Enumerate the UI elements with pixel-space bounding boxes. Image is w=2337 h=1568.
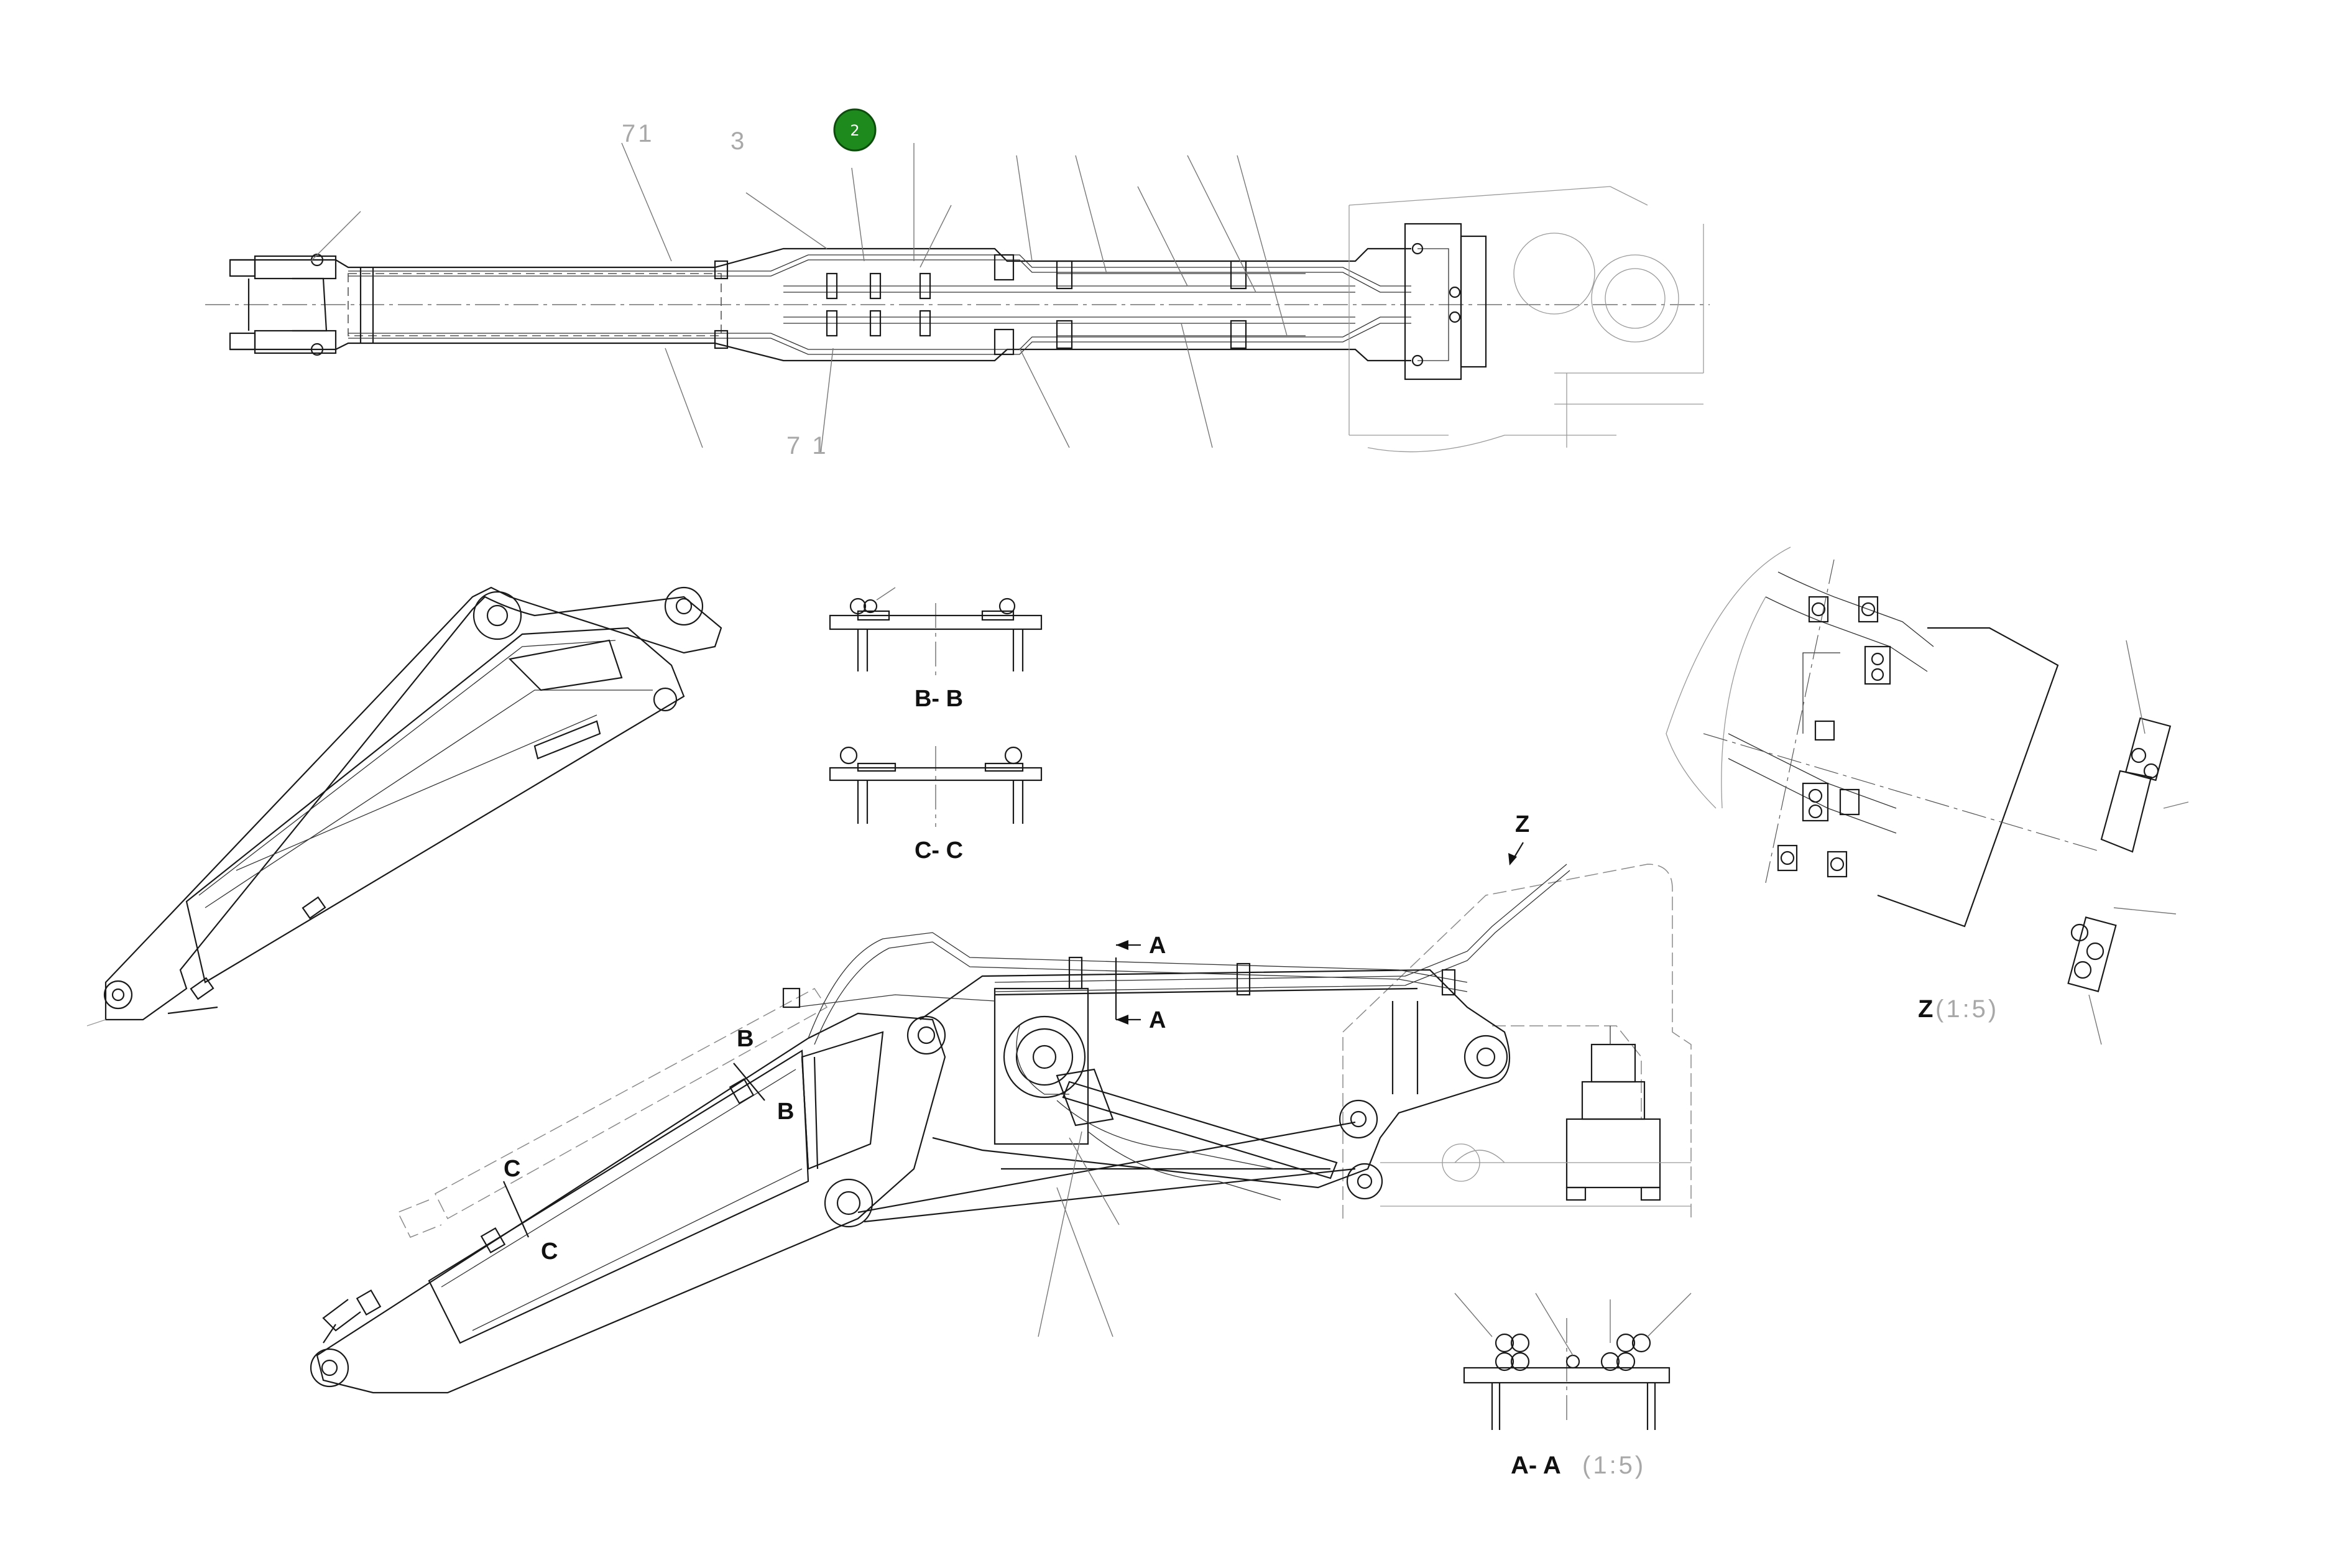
- top-plan-view: 71 3 7 1: [205, 120, 1710, 459]
- badge-circle: [833, 108, 877, 152]
- svg-text:3: 3: [731, 127, 747, 155]
- view-marker-b-top: B: [737, 1026, 754, 1052]
- svg-text:71: 71: [622, 120, 655, 147]
- view-marker-a-bottom: A: [1149, 1007, 1166, 1033]
- detail-z-scale: (1:5): [1935, 995, 1999, 1023]
- view-marker-a-top: A: [1149, 933, 1166, 959]
- detail-z-side-assembly: [2067, 640, 2189, 1045]
- detail-z-view: Z (1:5): [1666, 546, 2189, 1045]
- view-marker-c-bottom: C: [541, 1238, 558, 1265]
- view-marker-z-arrow: Z: [1515, 811, 1529, 837]
- view-marker-b-bottom: B: [777, 1099, 794, 1125]
- boom-side-view-left: [86, 586, 722, 1026]
- section-b-b-label: B- B: [915, 686, 963, 712]
- item-number-badge[interactable]: 2: [833, 108, 877, 152]
- section-a-a-label: A- A: [1511, 1452, 1561, 1479]
- view-marker-c-top: C: [504, 1156, 520, 1182]
- section-a-a-view: A- A (1:5): [1454, 1293, 1692, 1479]
- section-a-a-scale: (1:5): [1582, 1452, 1646, 1479]
- svg-text:7 1: 7 1: [786, 432, 829, 459]
- detail-z-label: Z: [1918, 995, 1933, 1023]
- boom-main-assembly-view: A A B B C C Z: [310, 811, 1692, 1394]
- section-b-b-view: B- B: [829, 587, 1043, 712]
- detail-z-clamp-cluster-top: [1808, 596, 1891, 741]
- badge-number: 2: [850, 122, 859, 139]
- detail-z-clamp-cluster-bottom: [1777, 782, 1860, 878]
- section-c-c-view: C- C: [829, 746, 1043, 864]
- section-c-c-label: C- C: [915, 837, 963, 864]
